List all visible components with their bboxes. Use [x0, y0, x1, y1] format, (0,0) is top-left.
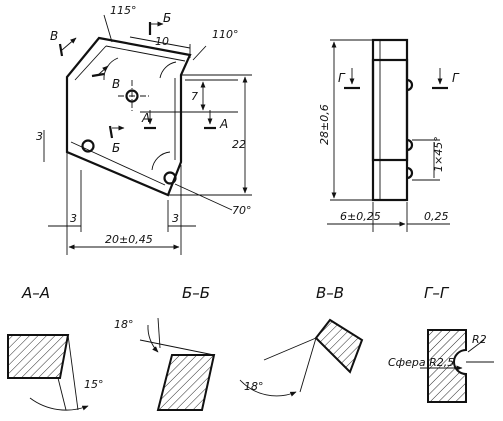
- dim-total-width: 20±0,45: [105, 233, 153, 246]
- section-a-a-title: А–А: [21, 284, 50, 302]
- label-cut-a-2: А: [219, 117, 228, 131]
- label-cut-b-2: Б: [112, 141, 120, 155]
- side-view: Г Г 28±0,6 1×45° 6±0,25 0,25: [318, 38, 460, 232]
- cut-marks-side: [344, 68, 448, 90]
- section-b-b-title: Б–Б: [182, 284, 210, 302]
- dim-side-width: 6±0,25: [340, 210, 381, 223]
- dim-height-22: 22: [232, 138, 246, 151]
- label-cut-v-2: В: [112, 77, 120, 91]
- front-view: 115° 110° 70° 10 7 22 3 3 3 20±0,45 В Б …: [36, 4, 252, 255]
- section-b-b-angle: 18°: [114, 318, 134, 331]
- angle-115: 115°: [110, 4, 137, 17]
- cut-marks-front: [58, 21, 216, 139]
- hole-left: [81, 139, 95, 153]
- label-cut-v-1: В: [50, 29, 58, 43]
- section-a-a: А–А 15°: [7, 284, 104, 411]
- section-g-g-radius: R2: [472, 333, 487, 346]
- angle-70: 70°: [232, 204, 252, 217]
- front-outline: [65, 36, 192, 197]
- dim-hole-offset: 7: [191, 90, 198, 103]
- label-cut-b-1: Б: [163, 11, 171, 25]
- dim-chamfer: 1×45°: [432, 136, 445, 172]
- label-cut-g-1: Г: [338, 71, 346, 85]
- section-g-g: Г–Г R2 Сфера R2,5: [388, 284, 494, 403]
- angle-110: 110°: [212, 28, 239, 41]
- section-v-v: В–В 18°: [239, 284, 364, 397]
- label-cut-g-2: Г: [452, 71, 460, 85]
- side-outline: [371, 38, 409, 202]
- section-v-v-angle: 18°: [244, 380, 264, 393]
- dim-side-offset: 0,25: [424, 210, 449, 223]
- label-cut-a-1: А: [141, 111, 150, 125]
- front-inner-chamfer: [70, 45, 186, 186]
- dim-left-small: 3: [36, 130, 43, 143]
- section-a-a-angle: 15°: [84, 378, 104, 391]
- hole-right: [163, 171, 177, 185]
- dim-bottom-right: 3: [172, 212, 179, 225]
- dim-side-height: 28±0,6: [318, 104, 331, 145]
- dim-bottom-left: 3: [70, 212, 77, 225]
- section-g-g-sphere: Сфера R2,5: [388, 356, 454, 369]
- section-g-g-title: Г–Г: [424, 284, 450, 302]
- section-v-v-title: В–В: [316, 284, 344, 302]
- section-b-b: Б–Б 18°: [114, 284, 216, 411]
- dim-top-width: 10: [155, 35, 169, 48]
